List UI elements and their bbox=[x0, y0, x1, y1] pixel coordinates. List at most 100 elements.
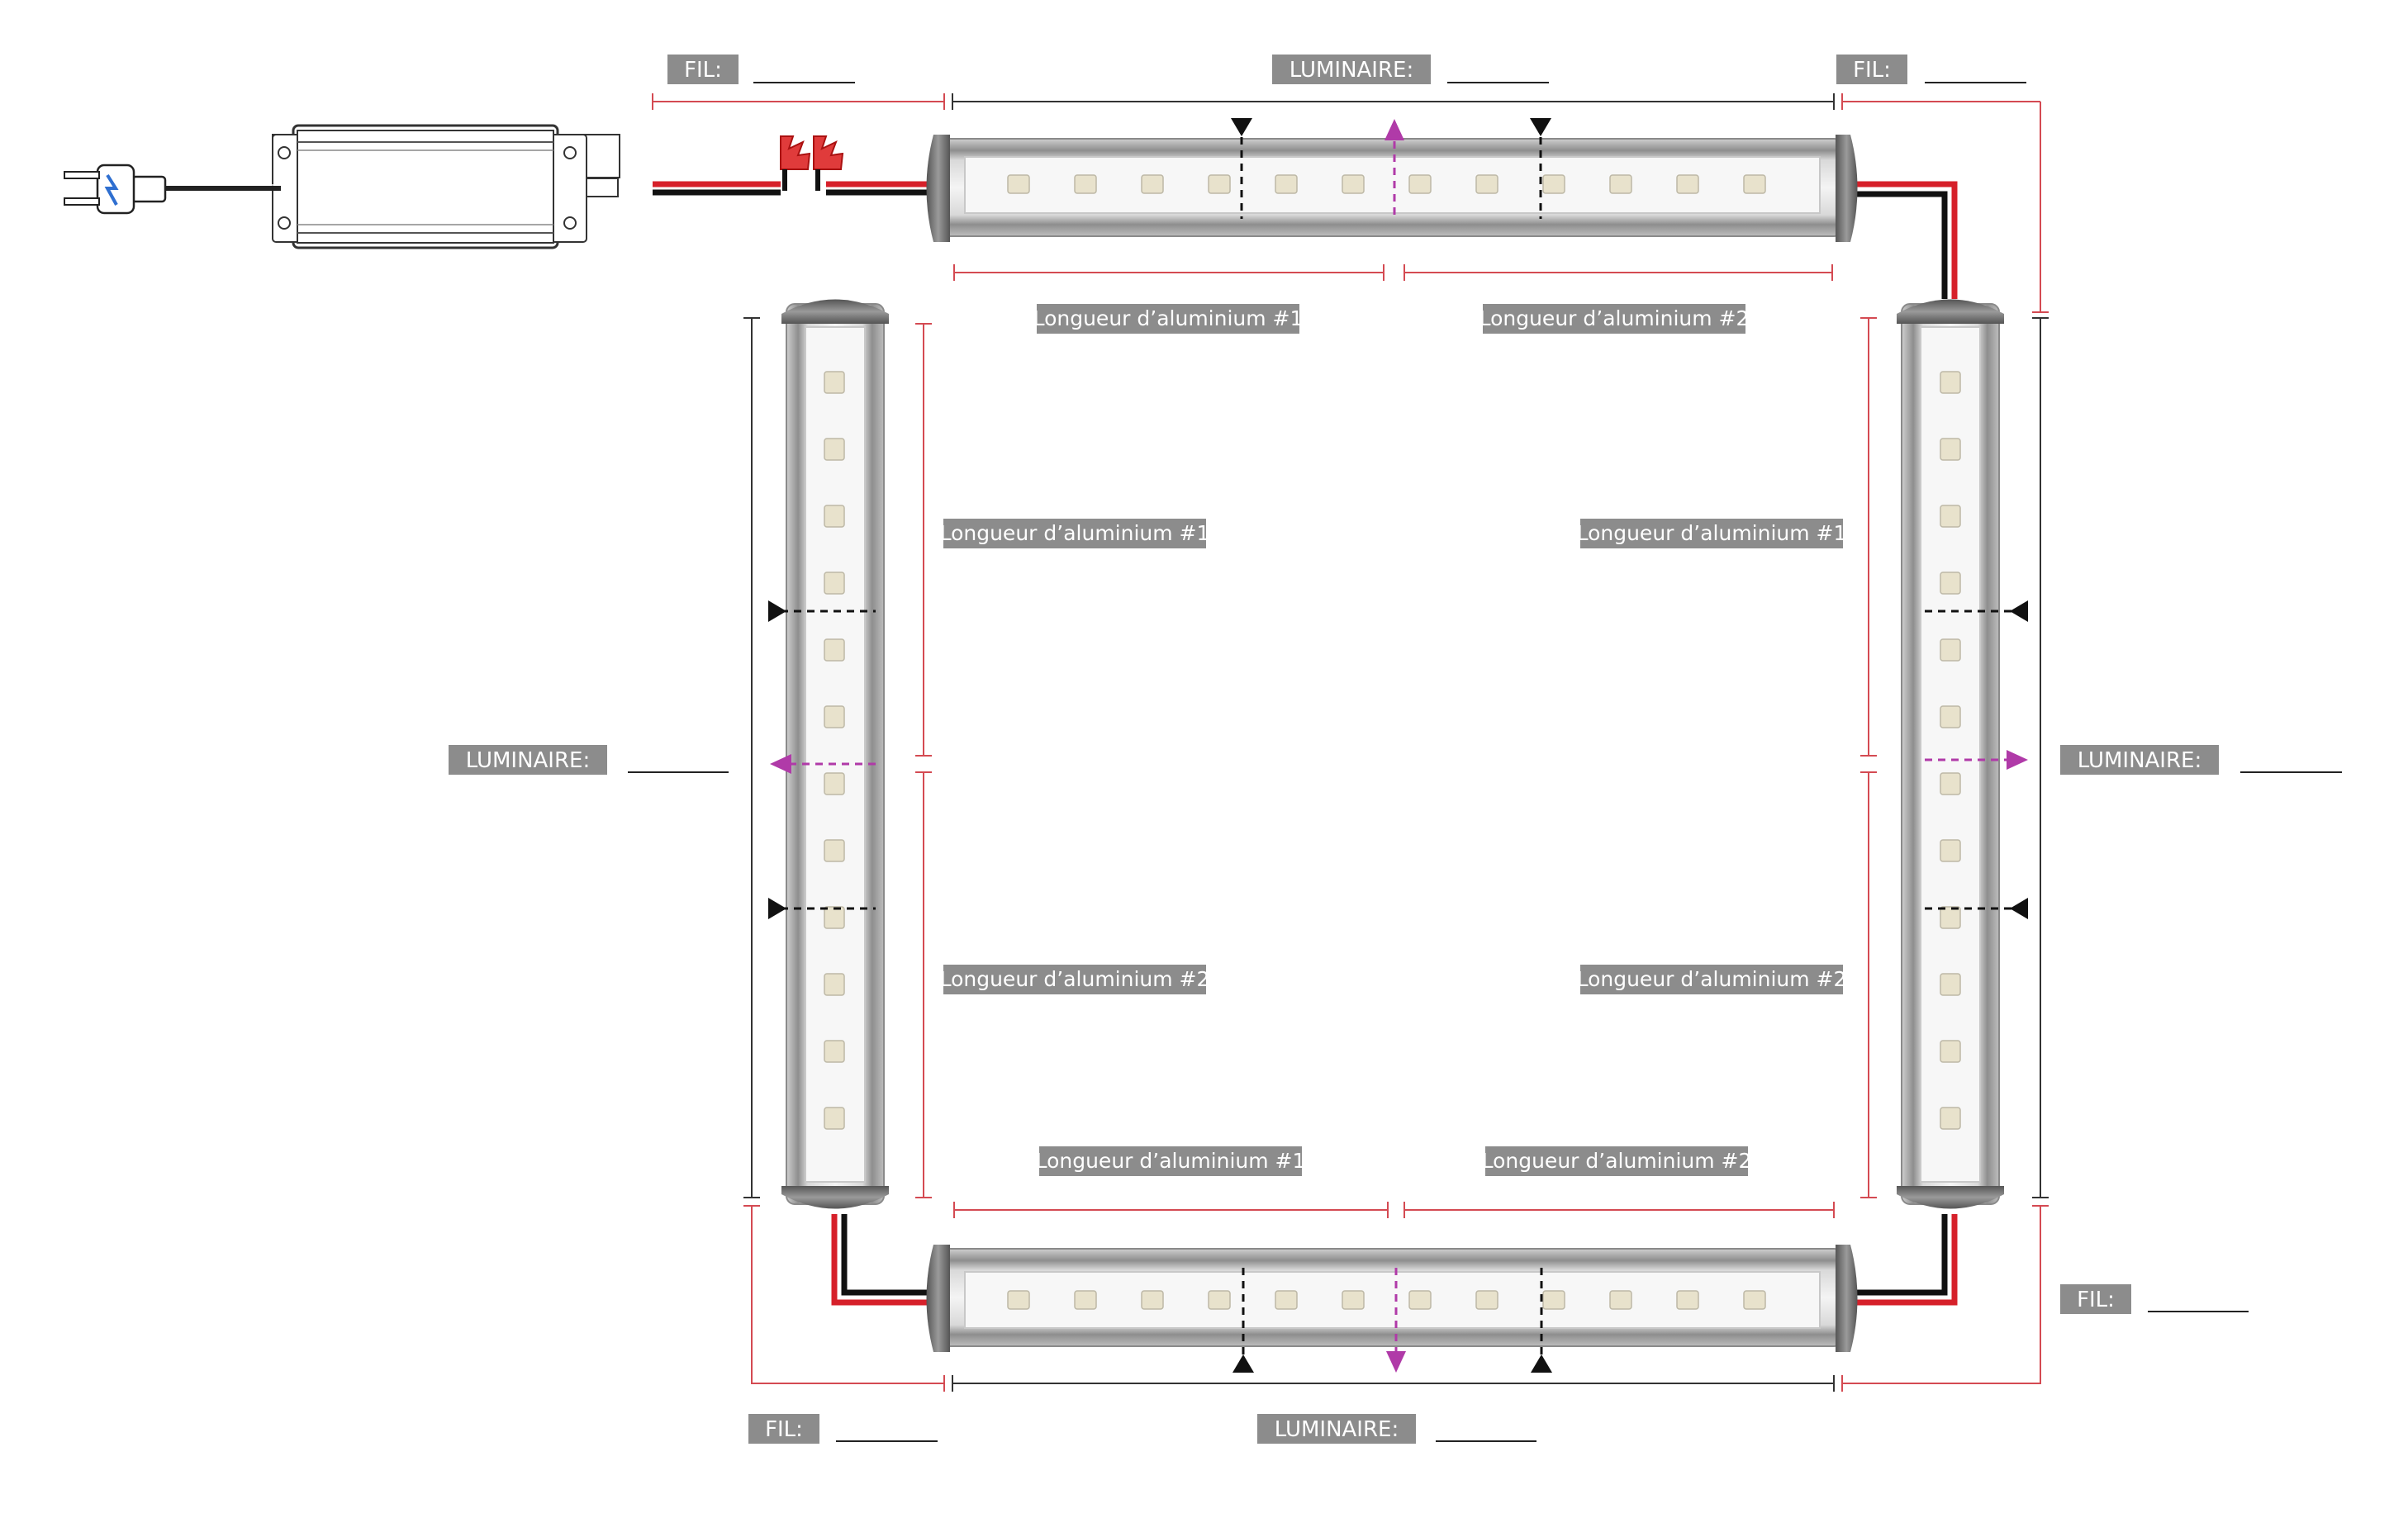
label-tags: FIL: LUMINAIRE: FIL: Longueur d’aluminiu… bbox=[449, 55, 2342, 1444]
alu-label-left-2: Longueur d’aluminium #2 bbox=[940, 965, 1210, 994]
luminaire-label-bottom: LUMINAIRE: bbox=[1257, 1414, 1536, 1444]
led-chip bbox=[1542, 1290, 1565, 1310]
led-chip bbox=[1743, 174, 1766, 194]
led-chip bbox=[824, 572, 845, 595]
alu-label-right-2: Longueur d’aluminium #2 bbox=[1577, 965, 1846, 994]
arrow-center-marker-icon bbox=[770, 754, 791, 774]
luminaire-top bbox=[926, 135, 1858, 242]
svg-text:Longueur d’aluminium #2: Longueur d’aluminium #2 bbox=[940, 967, 1210, 991]
led-chip bbox=[1940, 1107, 1961, 1130]
led-chip bbox=[1940, 1040, 1961, 1063]
triangle-cut-marker-icon bbox=[1531, 1354, 1552, 1373]
led-chip bbox=[1676, 174, 1699, 194]
svg-text:Longueur d’aluminium #2: Longueur d’aluminium #2 bbox=[1482, 1149, 1752, 1173]
ac-plug-icon bbox=[64, 164, 281, 215]
svg-text:FIL:: FIL: bbox=[684, 58, 722, 83]
led-chip bbox=[1940, 572, 1961, 595]
led-chip bbox=[1007, 174, 1030, 194]
arrow-center-marker-icon bbox=[1384, 119, 1404, 140]
wiring bbox=[653, 181, 1958, 1306]
luminaire-label-left: LUMINAIRE: bbox=[449, 745, 729, 775]
triangle-cut-marker-icon bbox=[2010, 898, 2028, 919]
wire-nut-icon bbox=[780, 135, 844, 191]
led-chip bbox=[1940, 906, 1961, 929]
led-chip bbox=[1940, 772, 1961, 795]
led-chip bbox=[1940, 438, 1961, 461]
fil-label-top-right: FIL: bbox=[1836, 55, 2026, 84]
led-chip bbox=[1007, 1290, 1030, 1310]
led-chip bbox=[1542, 174, 1565, 194]
svg-text:Longueur d’aluminium #1: Longueur d’aluminium #1 bbox=[1577, 521, 1847, 545]
led-chip bbox=[824, 839, 845, 862]
luminaire-left bbox=[781, 299, 889, 1209]
triangle-cut-marker-icon bbox=[1231, 118, 1252, 136]
led-chip bbox=[1940, 839, 1961, 862]
svg-text:LUMINAIRE:: LUMINAIRE: bbox=[1275, 1417, 1399, 1442]
fil-label-bottom-left: FIL: bbox=[748, 1414, 938, 1444]
led-chip bbox=[1940, 638, 1961, 662]
led-chip bbox=[824, 1040, 845, 1063]
led-chip bbox=[824, 906, 845, 929]
led-chip bbox=[824, 772, 845, 795]
led-chip bbox=[824, 505, 845, 528]
luminaire-right bbox=[1897, 299, 2004, 1209]
led-chip bbox=[824, 705, 845, 728]
svg-text:FIL:: FIL: bbox=[1853, 58, 1891, 83]
alu-label-bottom-1: Longueur d’aluminium #1 bbox=[1036, 1146, 1306, 1176]
led-chip bbox=[1074, 1290, 1097, 1310]
led-chip bbox=[1609, 1290, 1632, 1310]
triangle-cut-marker-icon bbox=[1530, 118, 1551, 136]
arrow-center-marker-icon bbox=[1386, 1351, 1406, 1373]
led-chip bbox=[1940, 973, 1961, 996]
led-chip bbox=[1141, 1290, 1164, 1310]
svg-text:LUMINAIRE:: LUMINAIRE: bbox=[1289, 58, 1413, 83]
svg-text:Longueur d’aluminium #2: Longueur d’aluminium #2 bbox=[1479, 306, 1750, 330]
led-strip-right bbox=[1940, 371, 1961, 1130]
led-chip bbox=[1208, 1290, 1231, 1310]
alu-label-left-1: Longueur d’aluminium #1 bbox=[940, 519, 1210, 548]
led-strip-top bbox=[1007, 174, 1766, 194]
luminaire-bottom bbox=[926, 1245, 1858, 1352]
led-chip bbox=[824, 973, 845, 996]
svg-text:LUMINAIRE:: LUMINAIRE: bbox=[466, 748, 590, 773]
led-chip bbox=[1940, 371, 1961, 394]
alu-label-bottom-2: Longueur d’aluminium #2 bbox=[1482, 1146, 1752, 1176]
fil-label-bottom-right: FIL: bbox=[2060, 1284, 2249, 1314]
svg-text:Longueur d’aluminium #1: Longueur d’aluminium #1 bbox=[940, 521, 1210, 545]
led-chip bbox=[1342, 1290, 1365, 1310]
power-supply-icon bbox=[272, 124, 620, 249]
led-chip bbox=[824, 438, 845, 461]
led-chip bbox=[824, 1107, 845, 1130]
led-chip bbox=[1475, 174, 1498, 194]
led-chip bbox=[1342, 174, 1365, 194]
triangle-cut-marker-icon bbox=[2010, 600, 2028, 622]
led-chip bbox=[1408, 174, 1432, 194]
svg-text:Longueur d’aluminium #1: Longueur d’aluminium #1 bbox=[1036, 1149, 1306, 1173]
svg-text:LUMINAIRE:: LUMINAIRE: bbox=[2078, 748, 2201, 773]
led-chip bbox=[1074, 174, 1097, 194]
svg-text:Longueur d’aluminium #1: Longueur d’aluminium #1 bbox=[1033, 306, 1304, 330]
svg-text:FIL:: FIL: bbox=[765, 1417, 803, 1442]
dimension-lines bbox=[652, 93, 2049, 1392]
arrow-center-marker-icon bbox=[2007, 750, 2028, 770]
led-chip bbox=[1475, 1290, 1498, 1310]
luminaire-label-top: LUMINAIRE: bbox=[1272, 55, 1549, 84]
fil-label-top-left: FIL: bbox=[667, 55, 855, 84]
led-chip bbox=[1275, 174, 1298, 194]
alu-label-top-2: Longueur d’aluminium #2 bbox=[1479, 304, 1750, 334]
led-chip bbox=[1743, 1290, 1766, 1310]
triangle-cut-marker-icon bbox=[768, 898, 786, 919]
luminaire-label-right: LUMINAIRE: bbox=[2060, 745, 2342, 775]
led-chip bbox=[1408, 1290, 1432, 1310]
led-chip bbox=[1676, 1290, 1699, 1310]
led-chip bbox=[1940, 505, 1961, 528]
alu-label-right-1: Longueur d’aluminium #1 bbox=[1577, 519, 1847, 548]
alu-label-top-1: Longueur d’aluminium #1 bbox=[1033, 304, 1304, 334]
led-chip bbox=[824, 638, 845, 662]
led-chip bbox=[1275, 1290, 1298, 1310]
led-chip bbox=[1208, 174, 1231, 194]
svg-text:FIL:: FIL: bbox=[2077, 1288, 2115, 1312]
triangle-cut-marker-icon bbox=[768, 600, 786, 622]
led-strip-bottom bbox=[1007, 1290, 1766, 1310]
